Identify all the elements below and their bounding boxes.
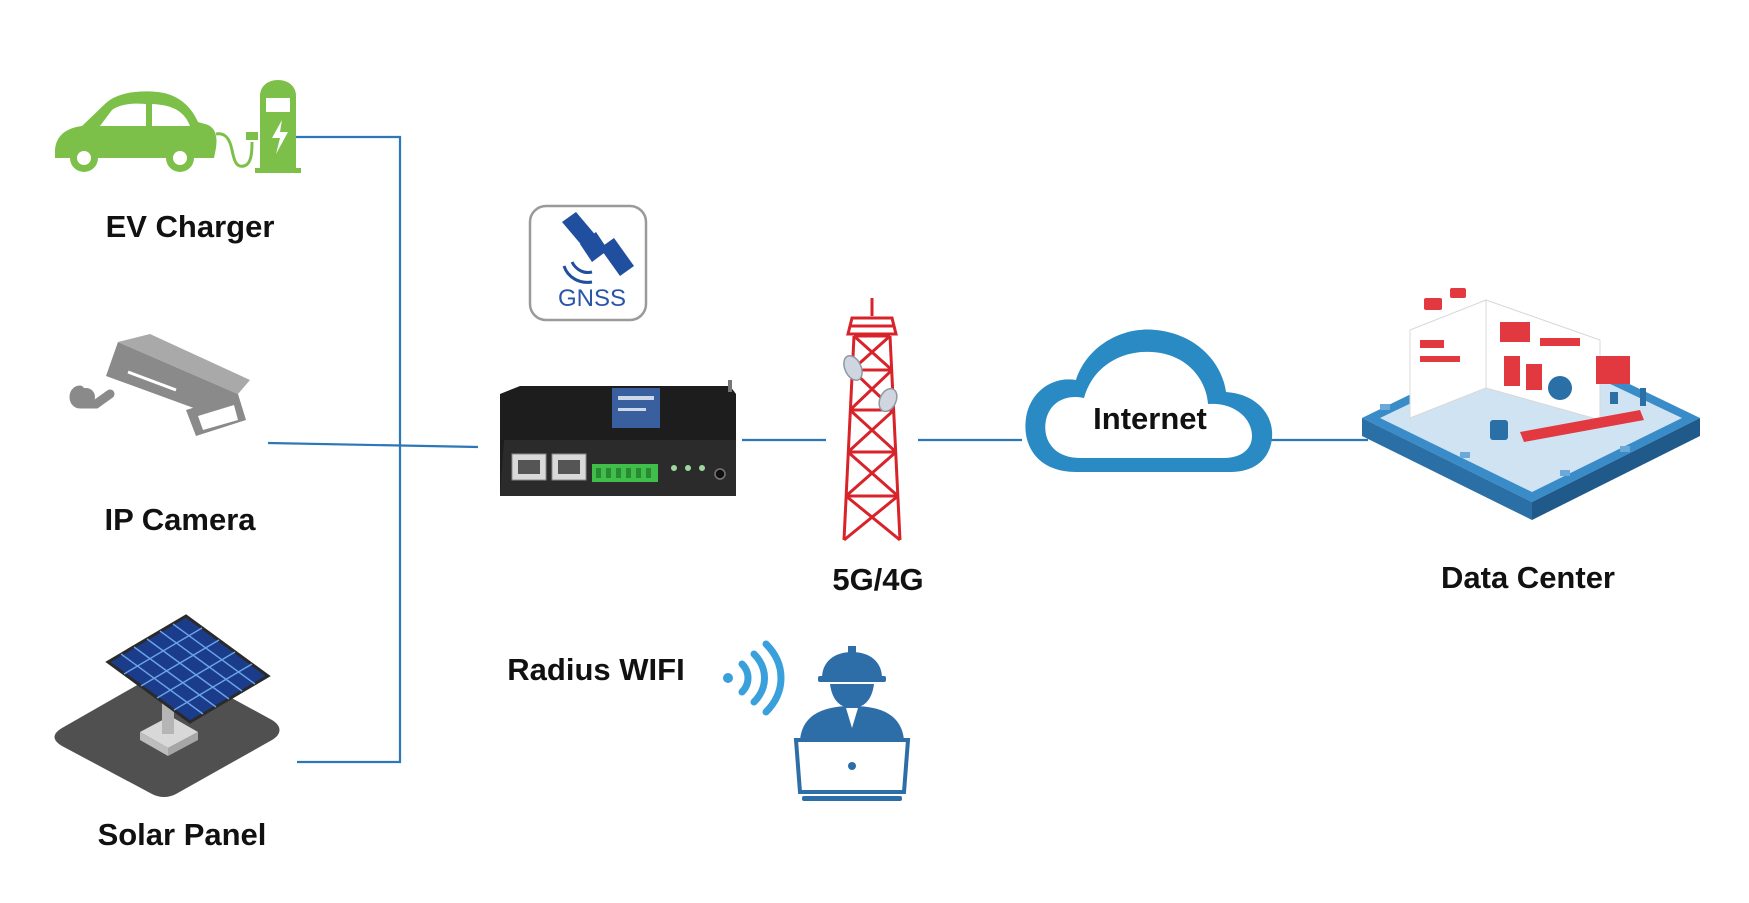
ev-car-icon	[55, 91, 217, 172]
tower-label: 5G/4G	[832, 562, 923, 597]
gnss-label: GNSS	[558, 285, 626, 312]
gnss-satellite-icon	[562, 212, 634, 284]
ip-camera-label: IP Camera	[104, 502, 256, 537]
wifi-signal-icon	[723, 640, 785, 716]
solar-panel-icon	[54, 614, 280, 797]
worker-laptop-icon	[793, 646, 911, 801]
internet-cloud: Internet	[1025, 329, 1273, 472]
ev-charger-label: EV Charger	[106, 209, 275, 244]
ip-camera-icon	[69, 334, 250, 436]
ev-charger-group: EV Charger	[55, 80, 301, 244]
wifi-label: Radius WIFI	[507, 652, 684, 687]
connection-lines	[267, 135, 1368, 764]
cell-tower-group: 5G/4G	[832, 298, 924, 597]
solar-panel-group: Solar Panel	[54, 614, 280, 852]
router-icon	[500, 380, 736, 496]
wifi-group: Radius WIFI	[507, 640, 911, 801]
cell-tower-icon	[842, 298, 902, 542]
data-center-group: Data Center	[1362, 288, 1700, 595]
gnss-badge: GNSS	[528, 204, 648, 322]
internet-label: Internet	[1093, 401, 1207, 436]
data-center-label: Data Center	[1441, 560, 1615, 595]
link-ev-charger	[292, 135, 402, 764]
charger-station-icon	[215, 80, 301, 173]
data-center-icon	[1362, 288, 1700, 520]
solar-panel-label: Solar Panel	[98, 817, 267, 852]
ip-camera-group: IP Camera	[69, 334, 256, 537]
link-ip-camera	[267, 441, 479, 449]
